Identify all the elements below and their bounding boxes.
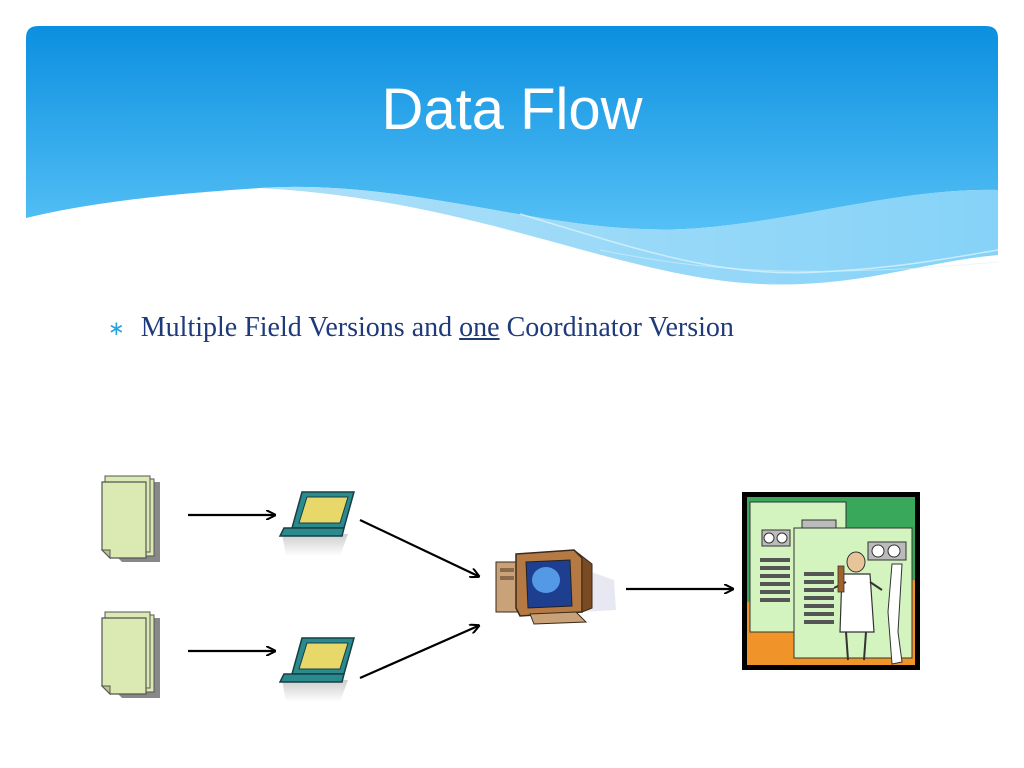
arrow-laptop-bottom-to-computer [359,626,478,680]
laptop-icon [278,637,355,702]
desktop-computer-icon [495,549,616,625]
slide-title: Data Flow [381,77,643,142]
bullet-marker: ∗ [108,316,125,340]
header-wave-background [26,26,999,285]
bullet-item: ∗ Multiple Field Versions and one Coordi… [108,308,734,348]
mainframe-operator-icon [742,492,920,670]
bullet-text-underlined: one [459,312,500,343]
laptop-icon [278,491,355,556]
header-banner: Data Flow [0,0,1024,300]
documents-icon [100,475,160,562]
bullet-text-after: Coordinator Version [499,312,734,343]
documents-icon [100,611,160,698]
arrow-laptop-top-to-computer [359,519,478,576]
bullet-text-before: Multiple Field Versions and [140,312,460,343]
